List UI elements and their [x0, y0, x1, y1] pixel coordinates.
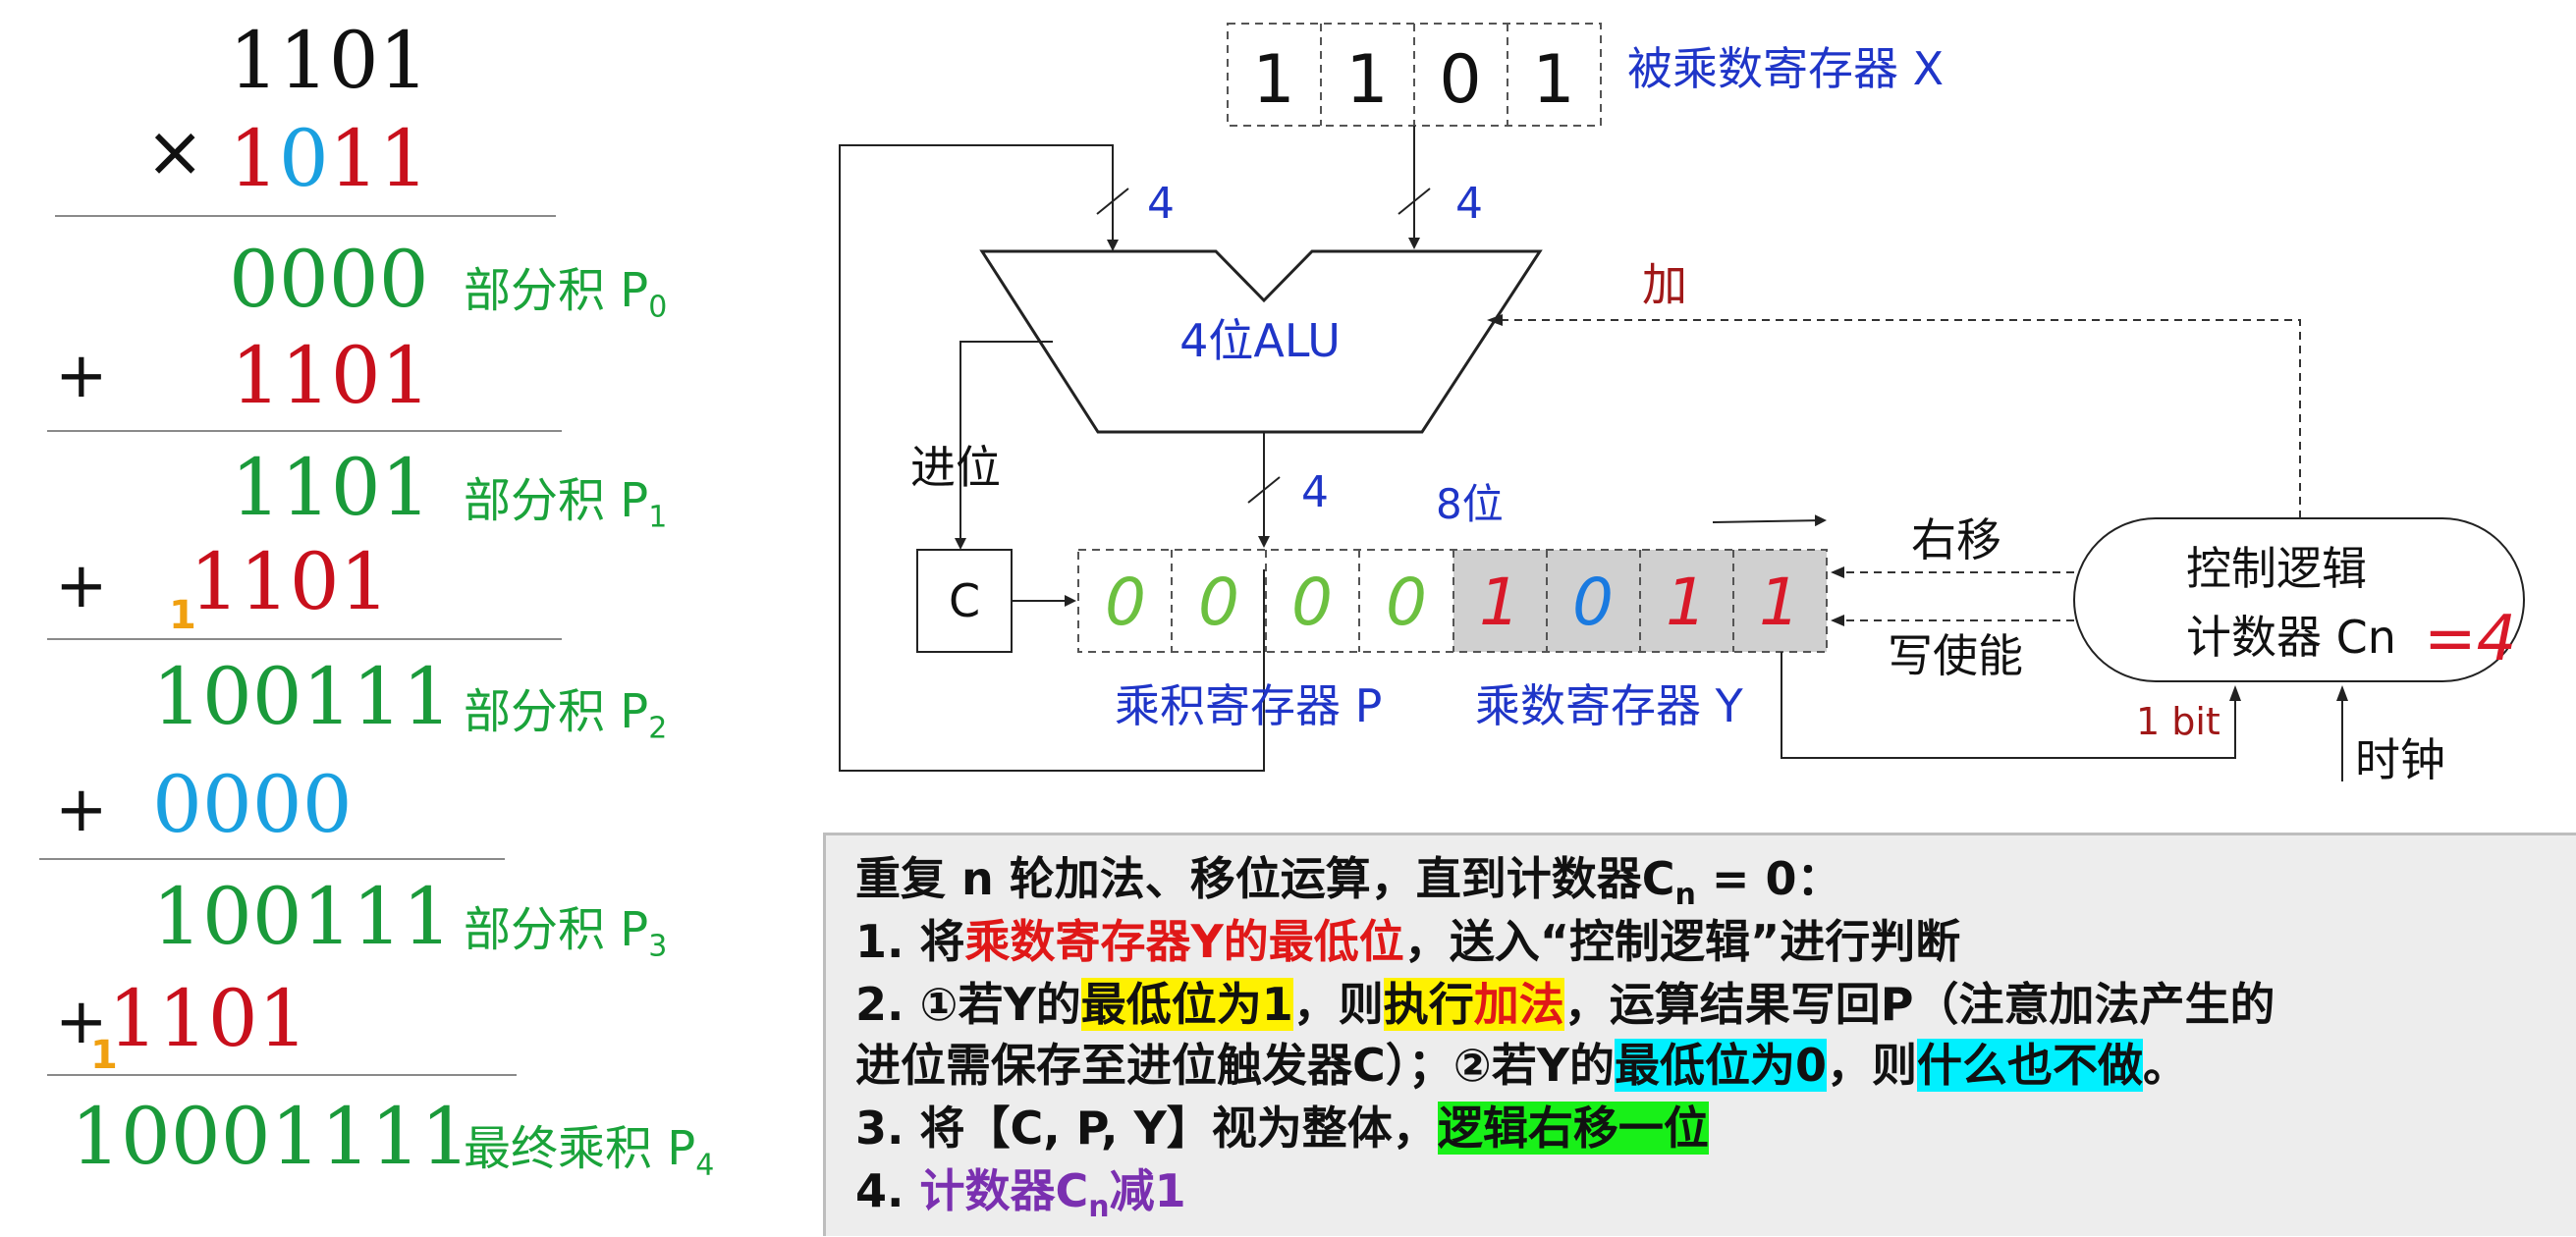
multiplicand: 1101: [229, 15, 429, 106]
partial-product-p2: 100111: [152, 651, 453, 742]
counter-label: 计数器 Cn: [2186, 611, 2396, 664]
eight-bit-label: 8位: [1436, 480, 1504, 528]
step-2-continued: 进位需保存至进位触发器C）；②若Y的最低位为0，则什么也不做。: [855, 1039, 2189, 1092]
carry-digit: 1: [169, 593, 196, 638]
addend-2: 1101: [190, 536, 390, 627]
x-bit: 1: [1532, 41, 1574, 119]
shift-direction-arrow: [1712, 514, 1827, 527]
plus-sign: +: [55, 986, 108, 1058]
carry-path: [959, 341, 1053, 546]
carry-flag: C: [949, 574, 980, 627]
feedback-bus: [839, 144, 1265, 772]
divider-line: [55, 215, 556, 217]
divider-line: [47, 430, 562, 432]
times-sign: ×: [145, 110, 205, 192]
p-register-label: 乘积寄存器 P: [1115, 679, 1382, 732]
step-intro: 重复 n 轮加法、移位运算，直到计数器Cn = 0：: [855, 852, 1842, 913]
multiplier: 1011: [229, 113, 429, 204]
p-bit: 0: [1198, 565, 1239, 640]
divider-line: [39, 858, 505, 860]
final-product-p4: 10001111: [71, 1091, 471, 1182]
multiplicand-register-x: 1 1 0 1: [1227, 23, 1602, 127]
shift-right-label: 右移: [1911, 513, 2001, 566]
alu-label: 4位ALU: [1179, 314, 1341, 367]
p-bit: 0: [1105, 565, 1146, 640]
bus-slash: [1096, 188, 1129, 215]
step-3: 3. 将【C, P, Y】视为整体，逻辑右移一位: [855, 1102, 1709, 1155]
y-bit: 0: [1572, 565, 1614, 640]
label-p0: 部分积 P0: [464, 263, 668, 325]
addend-3: 0000: [152, 759, 353, 850]
plus-sign: +: [55, 774, 108, 846]
partial-product-p0: 0000: [229, 234, 429, 325]
plus-sign: +: [55, 550, 108, 622]
write-enable-label: 写使能: [1888, 629, 2023, 682]
one-bit-label: 1 bit: [2136, 700, 2220, 743]
y-bit: 1: [1479, 565, 1520, 640]
algorithm-steps-box: 重复 n 轮加法、移位运算，直到计数器Cn = 0： 1. 将乘数寄存器Y的最低…: [823, 833, 2576, 1236]
x-bit: 1: [1252, 41, 1294, 119]
step-4: 4. 计数器Cn减1: [855, 1164, 1186, 1225]
label-p1: 部分积 P1: [464, 473, 668, 535]
carry-flag-box: [916, 549, 1013, 653]
plus-sign: +: [55, 340, 108, 412]
multiplier-circuit-diagram: 1 1 0 1 被乘数寄存器 X 4 4 4位ALU 进位 C 4 8位 0 0: [839, 23, 2525, 786]
p-bit: 0: [1291, 565, 1333, 640]
bus-width-right: 4: [1455, 179, 1483, 229]
counter-value: =4: [2424, 603, 2516, 675]
label-p4: 最终乘积 P4: [464, 1121, 715, 1183]
partial-product-p1: 1101: [231, 442, 431, 533]
bus-slash: [1247, 476, 1281, 504]
x-bit: 1: [1345, 41, 1388, 119]
x-bit: 0: [1439, 41, 1481, 119]
label-p3: 部分积 P3: [464, 902, 668, 964]
x-register-label: 被乘数寄存器 X: [1627, 42, 1944, 95]
label-p2: 部分积 P2: [464, 684, 668, 746]
carry-digit: 1: [90, 1033, 118, 1078]
bus-slash: [1398, 188, 1431, 215]
y-bit: 1: [1666, 565, 1707, 640]
clock-label: 时钟: [2355, 733, 2445, 786]
y-bit: 1: [1759, 565, 1800, 640]
control-logic-label: 控制逻辑: [2186, 542, 2367, 595]
step-2: 2. ①若Y的最低位为1，则执行加法，运算结果写回P（注意加法产生的: [855, 978, 2275, 1031]
alu-shape: [979, 249, 1543, 434]
product-multiplier-register: 0 0 0 0 1 0 1 1: [1077, 549, 1828, 653]
add-signal: [1491, 319, 2301, 518]
divider-line: [47, 638, 562, 640]
bus-width-out: 4: [1301, 467, 1329, 517]
p-bit: 0: [1386, 565, 1427, 640]
y-register-label: 乘数寄存器 Y: [1475, 679, 1744, 732]
divider-line: [47, 1074, 517, 1076]
addend-1: 1101: [231, 330, 431, 421]
bus-width-left: 4: [1147, 179, 1175, 229]
carry-label: 进位: [910, 441, 1001, 494]
partial-product-p3: 100111: [152, 871, 453, 962]
lsb-line: [1781, 652, 2236, 759]
step-1: 1. 将乘数寄存器Y的最低位，送入“控制逻辑”进行判断: [855, 915, 1961, 968]
add-label: 加: [1642, 258, 1687, 311]
addend-4: 1101: [108, 973, 308, 1064]
